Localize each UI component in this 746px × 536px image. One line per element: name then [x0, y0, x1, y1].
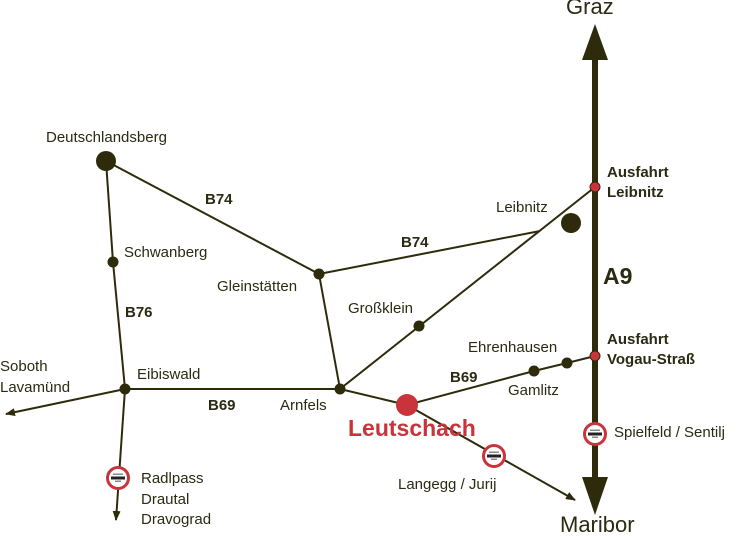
- exit-dot: [589, 181, 601, 193]
- town-gamlitz: Gamlitz: [508, 382, 559, 399]
- town-dot: [107, 256, 119, 268]
- city-maribor: Maribor: [560, 512, 635, 536]
- exit-leibnitz-line2: Leibnitz: [607, 184, 664, 201]
- town-dot: [96, 151, 116, 171]
- exit-vogau-line1: Ausfahrt: [607, 331, 669, 348]
- town-gleinstaetten: Gleinstätten: [217, 278, 298, 295]
- town-dot: [119, 383, 131, 395]
- town-ehrenhausen: Ehrenhausen: [468, 339, 558, 356]
- town-schwanberg: Schwanberg: [124, 244, 208, 261]
- town-dot: [561, 213, 581, 233]
- leutschach-dot: [396, 394, 418, 416]
- arrow-south-icon: [582, 477, 608, 515]
- town-dot: [413, 320, 425, 332]
- border-crossing-sign-icon: [106, 466, 130, 490]
- road-label-b76: B76: [125, 304, 153, 321]
- exit-vogau-line2: Vogau-Straß: [607, 351, 696, 368]
- town-dot: [528, 365, 540, 377]
- town-eibiswald: Eibiswald: [137, 366, 201, 383]
- town-dot: [334, 383, 346, 395]
- dest-spielfeld: Spielfeld / Sentilj: [614, 424, 725, 441]
- town-leutschach: Leutschach: [348, 415, 476, 441]
- border-crossing-sign-icon: [482, 444, 506, 468]
- motorway-label: A9: [603, 263, 633, 289]
- dest-soboth: Soboth: [0, 358, 48, 375]
- exit-dot: [589, 350, 601, 362]
- border-crossing-sign-icon: [583, 422, 607, 446]
- road-soboth: [5, 388, 126, 417]
- road-b74-west: [105, 160, 320, 275]
- dest-lavamuend: Lavamünd: [0, 379, 71, 396]
- exit-leibnitz-line1: Ausfahrt: [607, 164, 669, 181]
- town-deutschlandsberg: Deutschlandsberg: [46, 129, 167, 146]
- dest-langegg: Langegg / Jurij: [398, 476, 497, 493]
- town-arnfels: Arnfels: [280, 397, 327, 414]
- road-label-b74: B74: [205, 191, 233, 208]
- road-b74-east: [318, 230, 541, 275]
- town-grossklein: Großklein: [348, 300, 414, 317]
- road-label-b69: B69: [208, 397, 236, 414]
- road-label-b69: B69: [450, 369, 478, 386]
- road-label-b74: B74: [401, 234, 429, 251]
- road-b76: [105, 160, 127, 521]
- arrow-north-icon: [582, 24, 608, 60]
- dest-drautal: Drautal: [141, 491, 190, 508]
- dest-radlpass: Radlpass: [141, 470, 204, 487]
- dest-dravograd: Dravograd: [141, 511, 212, 528]
- city-graz: Graz: [566, 0, 614, 19]
- town-dot: [561, 357, 573, 369]
- road-grossklein: [339, 186, 596, 390]
- town-leibnitz: Leibnitz: [496, 199, 548, 216]
- town-dot: [313, 268, 325, 280]
- road-gleinstaetten-arnfels: [318, 273, 341, 390]
